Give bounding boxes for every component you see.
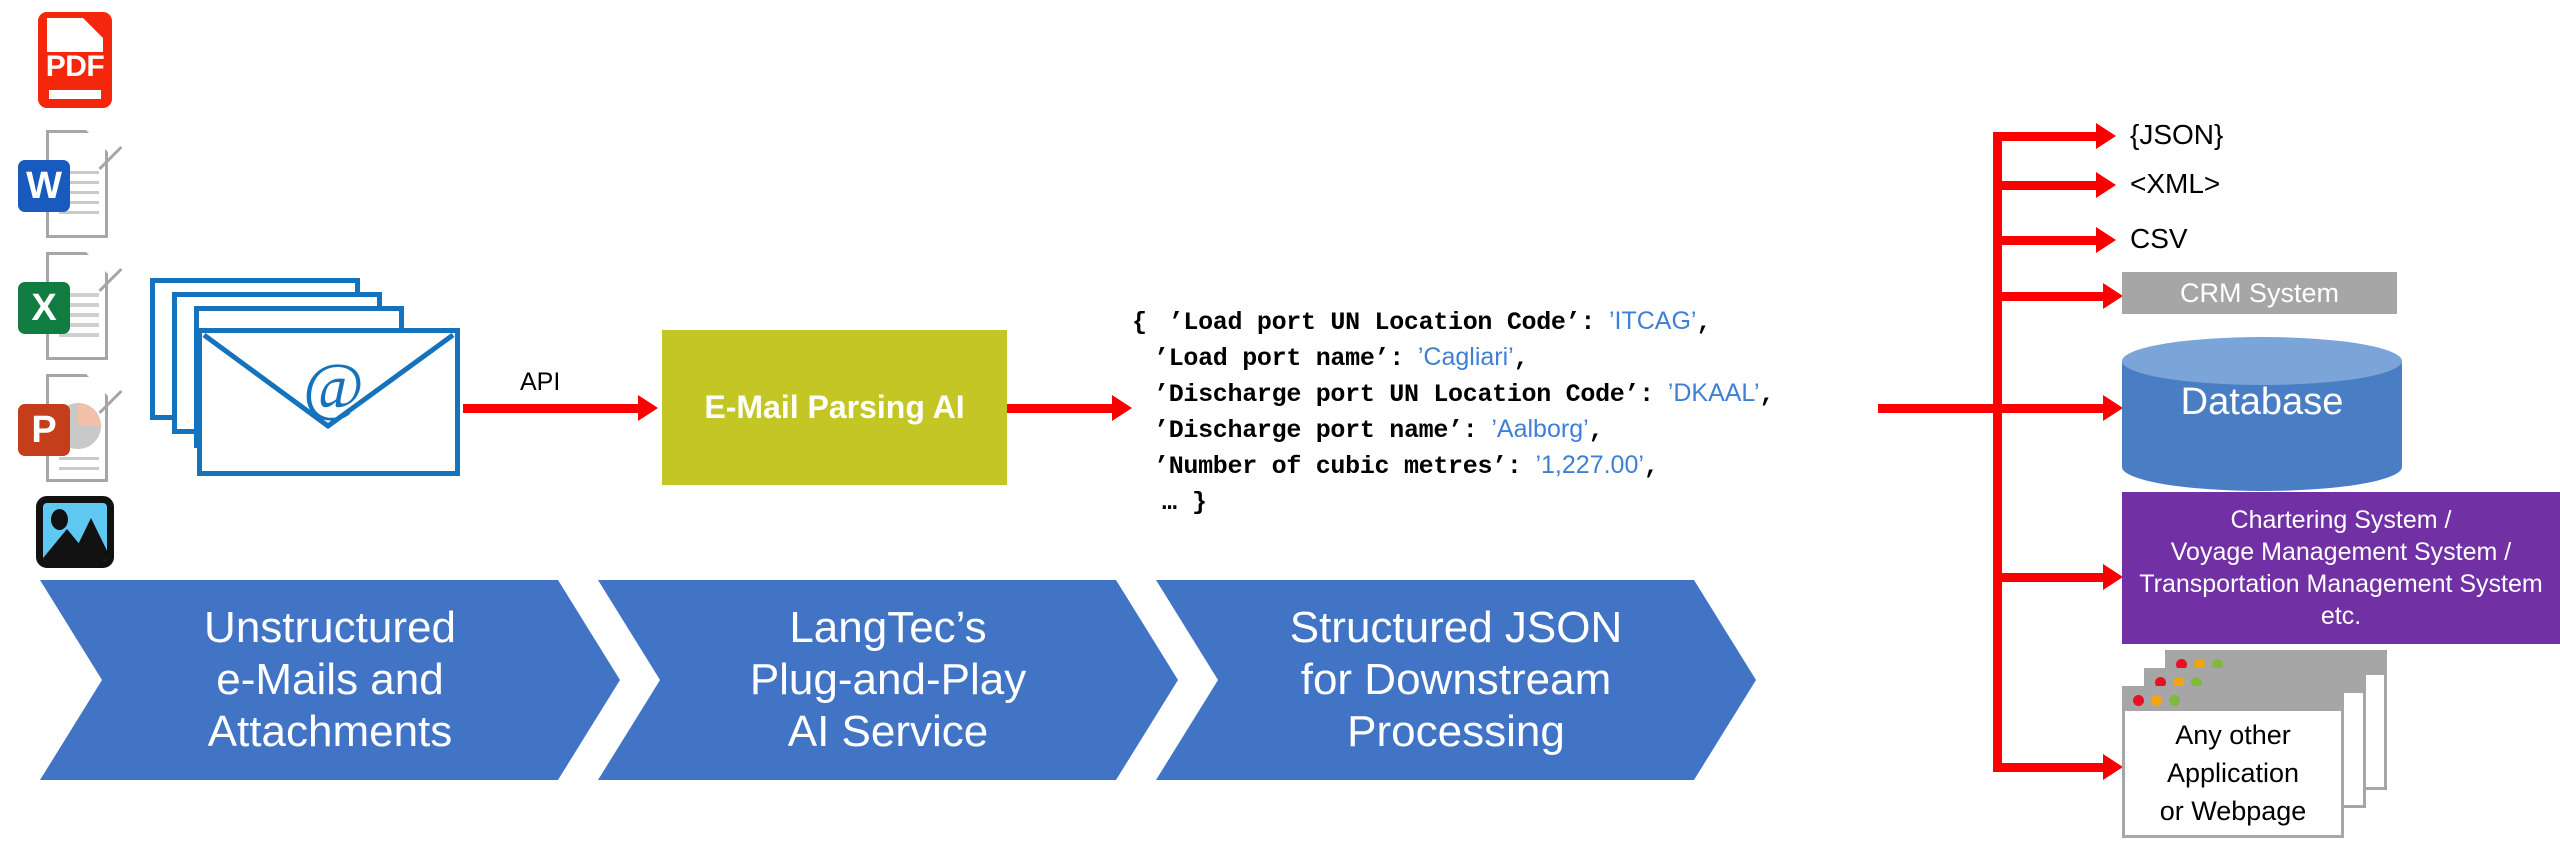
powerpoint-file-label: P bbox=[18, 404, 70, 456]
json-ellipsis-close: … } bbox=[1162, 488, 1208, 517]
powerpoint-file-icon: P bbox=[18, 374, 110, 484]
json-value-3: Aalborg bbox=[1496, 415, 1584, 443]
email-parsing-ai-label: E-Mail Parsing AI bbox=[704, 389, 965, 425]
output-management-line-0: Chartering System / bbox=[2230, 506, 2452, 534]
json-open-brace: { bbox=[1132, 308, 1148, 337]
excel-file-label: X bbox=[18, 282, 70, 334]
json-output-code: { ’Load port UN Location Code’: ’ITCAG’,… bbox=[1132, 303, 1775, 519]
stage-langtec-ai-service[interactable]: LangTec’s Plug-and-Play AI Service bbox=[598, 580, 1178, 780]
api-arrow-head bbox=[638, 395, 658, 421]
at-symbol: @ bbox=[303, 350, 364, 423]
api-label: API bbox=[520, 368, 561, 396]
stage-2-line-2: Processing bbox=[1347, 706, 1565, 756]
envelope-flap-icon bbox=[202, 333, 455, 430]
branch-management-arrow-head bbox=[2103, 564, 2123, 590]
stage-unstructured-emails[interactable]: Unstructured e-Mails and Attachments bbox=[40, 580, 620, 780]
stage-2-line-1: for Downstream bbox=[1300, 655, 1612, 705]
stage-1-line-0: LangTec’s bbox=[789, 603, 987, 653]
stage-2-line-0: Structured JSON bbox=[1289, 603, 1623, 653]
json-value-2: DKAAL bbox=[1673, 379, 1754, 407]
branch-webpage-arrow-head bbox=[2103, 754, 2123, 780]
json-line-3: ’Discharge port name’: ’Aalborg’, bbox=[1154, 415, 1604, 445]
json-line-2: ’Discharge port UN Location Code’: ’DKAA… bbox=[1154, 379, 1775, 409]
json-value-4: 1,227.00 bbox=[1541, 451, 1639, 479]
branch-database-line bbox=[1993, 404, 2108, 413]
stage-1-line-2: AI Service bbox=[787, 706, 989, 756]
branch-csv-line bbox=[1993, 236, 2101, 245]
output-management-line-3: etc. bbox=[2320, 602, 2362, 630]
json-key-3: Discharge port name bbox=[1168, 416, 1449, 445]
output-database-label: Database bbox=[2180, 380, 2344, 423]
json-line-4: ’Number of cubic metres’: ’1,227.00’, bbox=[1154, 451, 1659, 481]
output-bus-trunk bbox=[1993, 132, 2002, 772]
branch-json-line bbox=[1993, 132, 2101, 141]
image-file-icon bbox=[18, 490, 114, 600]
branch-database-arrow-head bbox=[2103, 395, 2123, 421]
word-file-icon: W bbox=[18, 130, 110, 240]
bus-feeder-line bbox=[1878, 404, 2003, 413]
email-envelope-stack-icon: @ bbox=[150, 278, 480, 518]
api-arrow-line bbox=[463, 404, 641, 413]
branch-webpage-line bbox=[1993, 763, 2108, 772]
ai-output-arrow-line bbox=[1007, 404, 1117, 413]
branch-xml-line bbox=[1993, 181, 2101, 190]
output-webpage-line-1: Application bbox=[2166, 757, 2300, 788]
output-csv-label: CSV bbox=[2130, 223, 2188, 254]
output-webpage-stack[interactable]: Any other Application or Webpage bbox=[2122, 650, 2452, 840]
pdf-file-icon: PDF bbox=[18, 8, 112, 118]
output-webpage-line-2: or Webpage bbox=[2159, 796, 2307, 827]
stage-structured-json[interactable]: Structured JSON for Downstream Processin… bbox=[1156, 580, 1756, 780]
pdf-file-label: PDF bbox=[45, 50, 105, 83]
output-management-line-2: Transportation Management System bbox=[2139, 570, 2543, 598]
branch-crm-arrow-head bbox=[2103, 283, 2123, 309]
branch-management-line bbox=[1993, 573, 2108, 582]
ai-output-arrow-head bbox=[1112, 395, 1132, 421]
output-crm-box[interactable]: CRM System bbox=[2122, 272, 2397, 314]
output-database-cylinder[interactable]: Database bbox=[2122, 337, 2402, 491]
json-key-0: Load port UN Location Code bbox=[1183, 308, 1566, 337]
output-management-box[interactable]: Chartering System / Voyage Management Sy… bbox=[2122, 492, 2560, 644]
output-xml-label: <XML> bbox=[2130, 168, 2221, 199]
stage-1-line-1: Plug-and-Play bbox=[749, 655, 1027, 705]
output-webpage-line-0: Any other bbox=[2175, 719, 2291, 750]
json-key-4: Number of cubic metres bbox=[1168, 452, 1493, 481]
json-key-2: Discharge port UN Location Code bbox=[1168, 380, 1625, 409]
json-line-0: { ’Load port UN Location Code’: ’ITCAG’, bbox=[1132, 307, 1712, 337]
stage-0-line-2: Attachments bbox=[207, 706, 453, 756]
json-value-1: Cagliari bbox=[1423, 343, 1509, 371]
branch-json-arrow-head bbox=[2096, 123, 2116, 149]
output-json-label: {JSON} bbox=[2130, 119, 2224, 150]
json-line-5: … } bbox=[1132, 483, 1775, 519]
branch-crm-line bbox=[1993, 292, 2108, 301]
json-key-1: Load port name bbox=[1168, 344, 1375, 373]
stage-0-line-1: e-Mails and bbox=[216, 655, 444, 705]
branch-csv-arrow-head bbox=[2096, 227, 2116, 253]
json-line-1: ’Load port name’: ’Cagliari’, bbox=[1154, 343, 1529, 373]
branch-xml-arrow-head bbox=[2096, 172, 2116, 198]
excel-file-icon: X bbox=[18, 252, 110, 362]
output-management-line-1: Voyage Management System / bbox=[2170, 538, 2512, 566]
stage-0-line-0: Unstructured bbox=[204, 603, 456, 653]
output-crm-label: CRM System bbox=[2179, 277, 2339, 308]
word-file-label: W bbox=[18, 160, 70, 212]
json-value-0: ITCAG bbox=[1614, 307, 1691, 335]
email-parsing-ai-box[interactable]: E-Mail Parsing AI bbox=[662, 330, 1007, 485]
envelope-front: @ bbox=[197, 328, 460, 476]
webpage-window-front[interactable]: Any other Application or Webpage bbox=[2122, 686, 2344, 838]
